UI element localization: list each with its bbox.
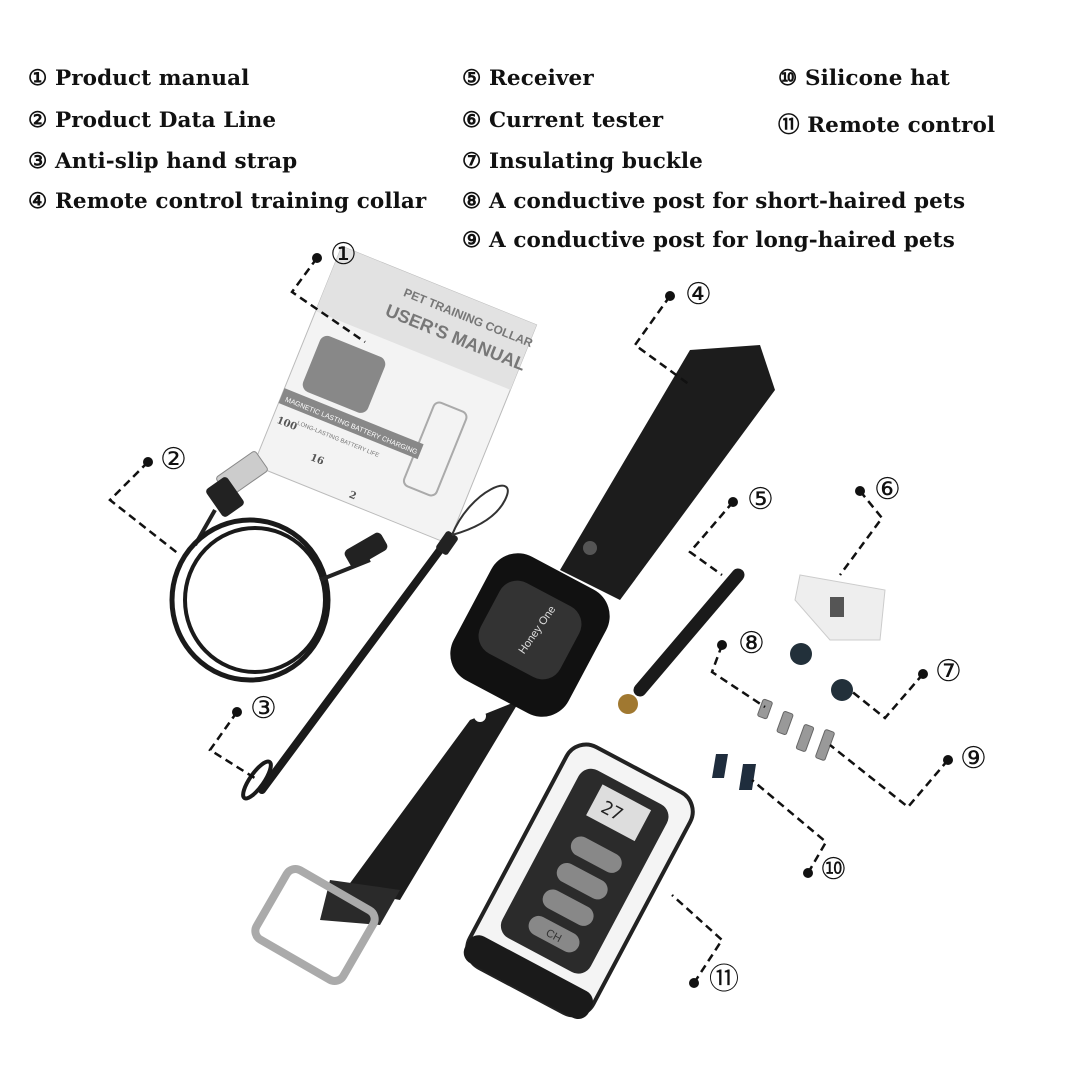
- leader-dots: [143, 253, 953, 988]
- manual-stat-3: 2: [347, 490, 358, 503]
- legend-item-5: ⑤ Receiver: [462, 66, 594, 91]
- legend-item-10: ⑩ Silicone hat: [778, 66, 950, 91]
- callout-6: ⑥: [874, 472, 901, 507]
- callout-7: ⑦: [935, 654, 962, 689]
- insulating-buckle-2: [831, 679, 853, 701]
- legend-item-8: ⑧ A conductive post for short-haired pet…: [462, 189, 966, 214]
- anti-slip-hand-strap: [241, 484, 509, 801]
- callout-5: ⑤: [747, 482, 774, 517]
- callout-11: ⑪: [709, 962, 739, 997]
- legend-item-9: ⑨ A conductive post for long-haired pets: [462, 228, 955, 253]
- callout-2: ②: [160, 442, 187, 477]
- shock-button: [570, 836, 622, 873]
- legend-item-1: ① Product manual: [28, 66, 250, 91]
- training-collar: Honey One: [251, 345, 775, 985]
- remote-control: 27 CH: [463, 742, 695, 1020]
- receiver-antenna: [618, 568, 745, 714]
- insulating-buckle-1: [790, 643, 812, 665]
- legend-item-7: ⑦ Insulating buckle: [462, 149, 703, 174]
- legend-item-6: ⑥ Current tester: [462, 108, 664, 133]
- callout-1: ①: [330, 237, 357, 272]
- usb-data-line: [169, 451, 388, 683]
- callout-3: ③: [250, 691, 277, 726]
- leader-lines: [108, 257, 949, 984]
- legend-item-11: ⑪ Remote control: [778, 113, 996, 138]
- product-manual: PET TRAINING COLLAR USER'S MANUAL MAGNET…: [252, 245, 538, 545]
- callout-9: ⑨: [960, 741, 987, 776]
- legend-item-3: ③ Anti-slip hand strap: [28, 149, 298, 174]
- callout-8: ⑧: [738, 626, 765, 661]
- channel-button: [528, 915, 580, 953]
- legend-item-4: ④ Remote control training collar: [28, 189, 427, 214]
- sound-button: [542, 889, 594, 926]
- vibrate-button: [556, 862, 608, 900]
- silicone-hats: [712, 754, 756, 790]
- legend-item-2: ② Product Data Line: [28, 108, 277, 133]
- callout-10: ⑩: [820, 852, 847, 887]
- conductive-posts: [757, 698, 835, 761]
- current-tester: [794, 574, 886, 641]
- manual-stat-2: 16: [308, 452, 325, 467]
- callout-4: ④: [685, 277, 712, 312]
